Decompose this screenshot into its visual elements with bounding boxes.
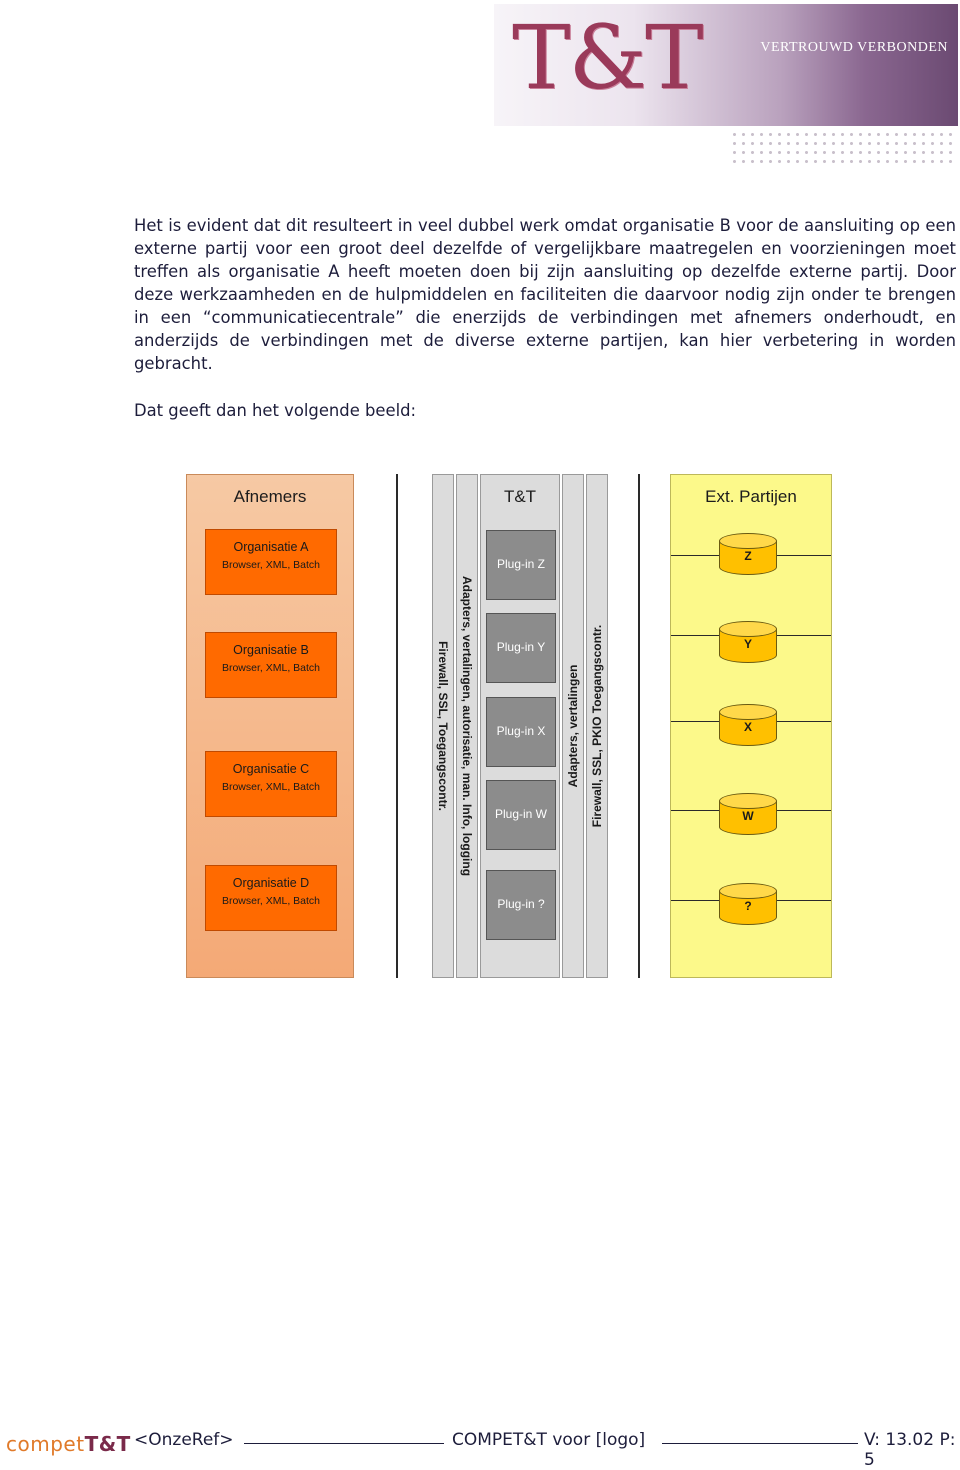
afnemers-column: Afnemers Organisatie A Browser, XML, Bat…: [186, 474, 354, 978]
footer-ref: <OnzeRef>: [134, 1430, 234, 1450]
footer-divider: [244, 1443, 444, 1444]
plugin-label: Plug-in Z: [496, 557, 546, 571]
org-sub: Browser, XML, Batch: [221, 662, 321, 674]
footer-title: COMPET&T voor [logo]: [452, 1430, 646, 1450]
plugin-x: Plug-in X: [486, 697, 556, 767]
decorative-dots: [730, 130, 958, 164]
org-box-c: Organisatie C Browser, XML, Batch: [205, 751, 337, 817]
database-label: Z: [744, 549, 752, 563]
database-w-icon: W: [719, 793, 777, 837]
footer-logo-text: compet: [6, 1432, 85, 1456]
body-paragraph: Het is evident dat dit resulteert in vee…: [134, 216, 956, 373]
plugin-label: Plug-in X: [496, 724, 546, 738]
ext-partijen-title: Ext. Partijen: [705, 487, 797, 506]
plugin-label: Plug-in ?: [497, 897, 545, 911]
band-firewall-right: Firewall, SSL, PKIO Toegangscontr.: [586, 474, 608, 978]
footer-logo-brand: T&T: [84, 1432, 131, 1456]
band-adapters-left: Adapters, vertalingen, autorisatie, man.…: [456, 474, 478, 978]
org-name: Organisatie B: [233, 643, 309, 657]
org-sub: Browser, XML, Batch: [221, 781, 321, 793]
logo-mark: T&T: [512, 6, 704, 109]
header-logo: T&T VERTROUWD VERBONDEN: [494, 4, 958, 126]
band-firewall-left: Firewall, SSL, Toegangscontr.: [432, 474, 454, 978]
footer-logo: competT&T: [6, 1432, 131, 1456]
database-label: W: [742, 809, 754, 823]
footer-divider: [662, 1443, 858, 1444]
plugin-unknown: Plug-in ?: [486, 870, 556, 940]
org-box-a: Organisatie A Browser, XML, Batch: [205, 529, 337, 595]
org-sub: Browser, XML, Batch: [221, 559, 321, 571]
org-name: Organisatie C: [232, 762, 310, 776]
plugin-y: Plug-in Y: [486, 613, 556, 683]
band-adapters-left-label: Adapters, vertalingen, autorisatie, man.…: [460, 575, 474, 877]
connector-line: [638, 474, 640, 978]
band-adapters-right: Adapters, vertalingen: [562, 474, 584, 978]
database-x-icon: X: [719, 704, 777, 748]
afnemers-title: Afnemers: [233, 487, 307, 506]
connector-line: [396, 474, 398, 978]
tt-column: T&T Plug-in Z Plug-in Y Plug-in X Plug-i…: [480, 474, 560, 978]
org-sub: Browser, XML, Batch: [221, 895, 321, 907]
org-box-b: Organisatie B Browser, XML, Batch: [205, 632, 337, 698]
logo-tagline: VERTROUWD VERBONDEN: [760, 40, 948, 55]
ext-partijen-column: Ext. Partijen Z Y X W ?: [670, 474, 832, 978]
plugin-z: Plug-in Z: [486, 530, 556, 600]
org-name: Organisatie D: [232, 876, 310, 890]
architecture-diagram: Afnemers Organisatie A Browser, XML, Bat…: [186, 474, 834, 978]
database-label: ?: [744, 899, 752, 913]
plugin-label: Plug-in W: [494, 807, 547, 821]
footer-version: V: 13.02 P: 5: [864, 1430, 956, 1470]
database-label: X: [743, 720, 752, 734]
page-footer: competT&T <OnzeRef> COMPET&T voor [logo]…: [0, 1426, 960, 1470]
plugin-w: Plug-in W: [486, 780, 556, 850]
database-y-icon: Y: [719, 621, 777, 665]
database-label: Y: [743, 637, 752, 651]
band-firewall-right-label: Firewall, SSL, PKIO Toegangscontr.: [590, 624, 604, 828]
org-box-d: Organisatie D Browser, XML, Batch: [205, 865, 337, 931]
org-name: Organisatie A: [233, 540, 309, 554]
band-adapters-right-label: Adapters, vertalingen: [566, 664, 580, 788]
database-z-icon: Z: [719, 533, 777, 577]
database-unknown-icon: ?: [719, 883, 777, 927]
plugin-label: Plug-in Y: [496, 640, 546, 654]
body-paragraph-intro: Dat geeft dan het volgende beeld:: [134, 401, 417, 420]
band-firewall-left-label: Firewall, SSL, Toegangscontr.: [436, 641, 450, 811]
tt-title: T&T: [503, 487, 537, 506]
